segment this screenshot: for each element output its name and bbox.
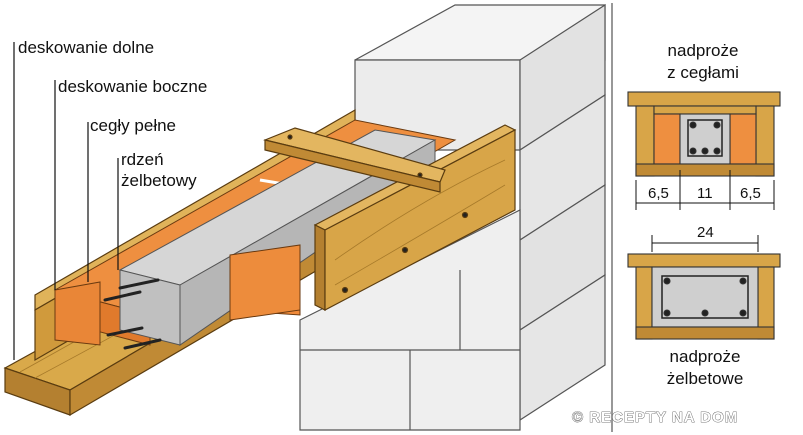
label-core-line2: żelbetowy <box>121 171 197 190</box>
label-side-formwork: deskowanie boczne <box>58 77 207 96</box>
copyright-watermark: © RECEPTY NA DOM <box>572 409 738 426</box>
dim-width: 24 <box>697 224 714 241</box>
label-bottom-formwork: deskowanie dolne <box>18 38 154 57</box>
dim-brick-left: 6,5 <box>648 185 669 202</box>
dims-top <box>635 170 775 210</box>
section-with-bricks <box>627 91 781 177</box>
cross-batten <box>263 127 446 193</box>
section-top-title-2: z cegłami <box>667 63 739 82</box>
section-top-title-1: nadproże <box>668 41 739 60</box>
rebar-ends <box>103 278 162 350</box>
label-core-line1: rdzeń <box>121 150 164 169</box>
aac-wall <box>299 3 606 431</box>
label-solid-bricks: cegły pełne <box>90 116 176 135</box>
dim-brick-right: 6,5 <box>740 185 761 202</box>
section-bottom-title-2: żelbetowe <box>667 369 744 388</box>
section-bottom-title-1: nadproże <box>670 347 741 366</box>
dim-core: 11 <box>697 185 713 202</box>
leader-lines <box>13 42 119 360</box>
front-brick <box>54 244 301 346</box>
dims-bottom <box>651 235 759 252</box>
illustration-3d <box>3 3 606 431</box>
section-reinforced <box>627 253 781 340</box>
